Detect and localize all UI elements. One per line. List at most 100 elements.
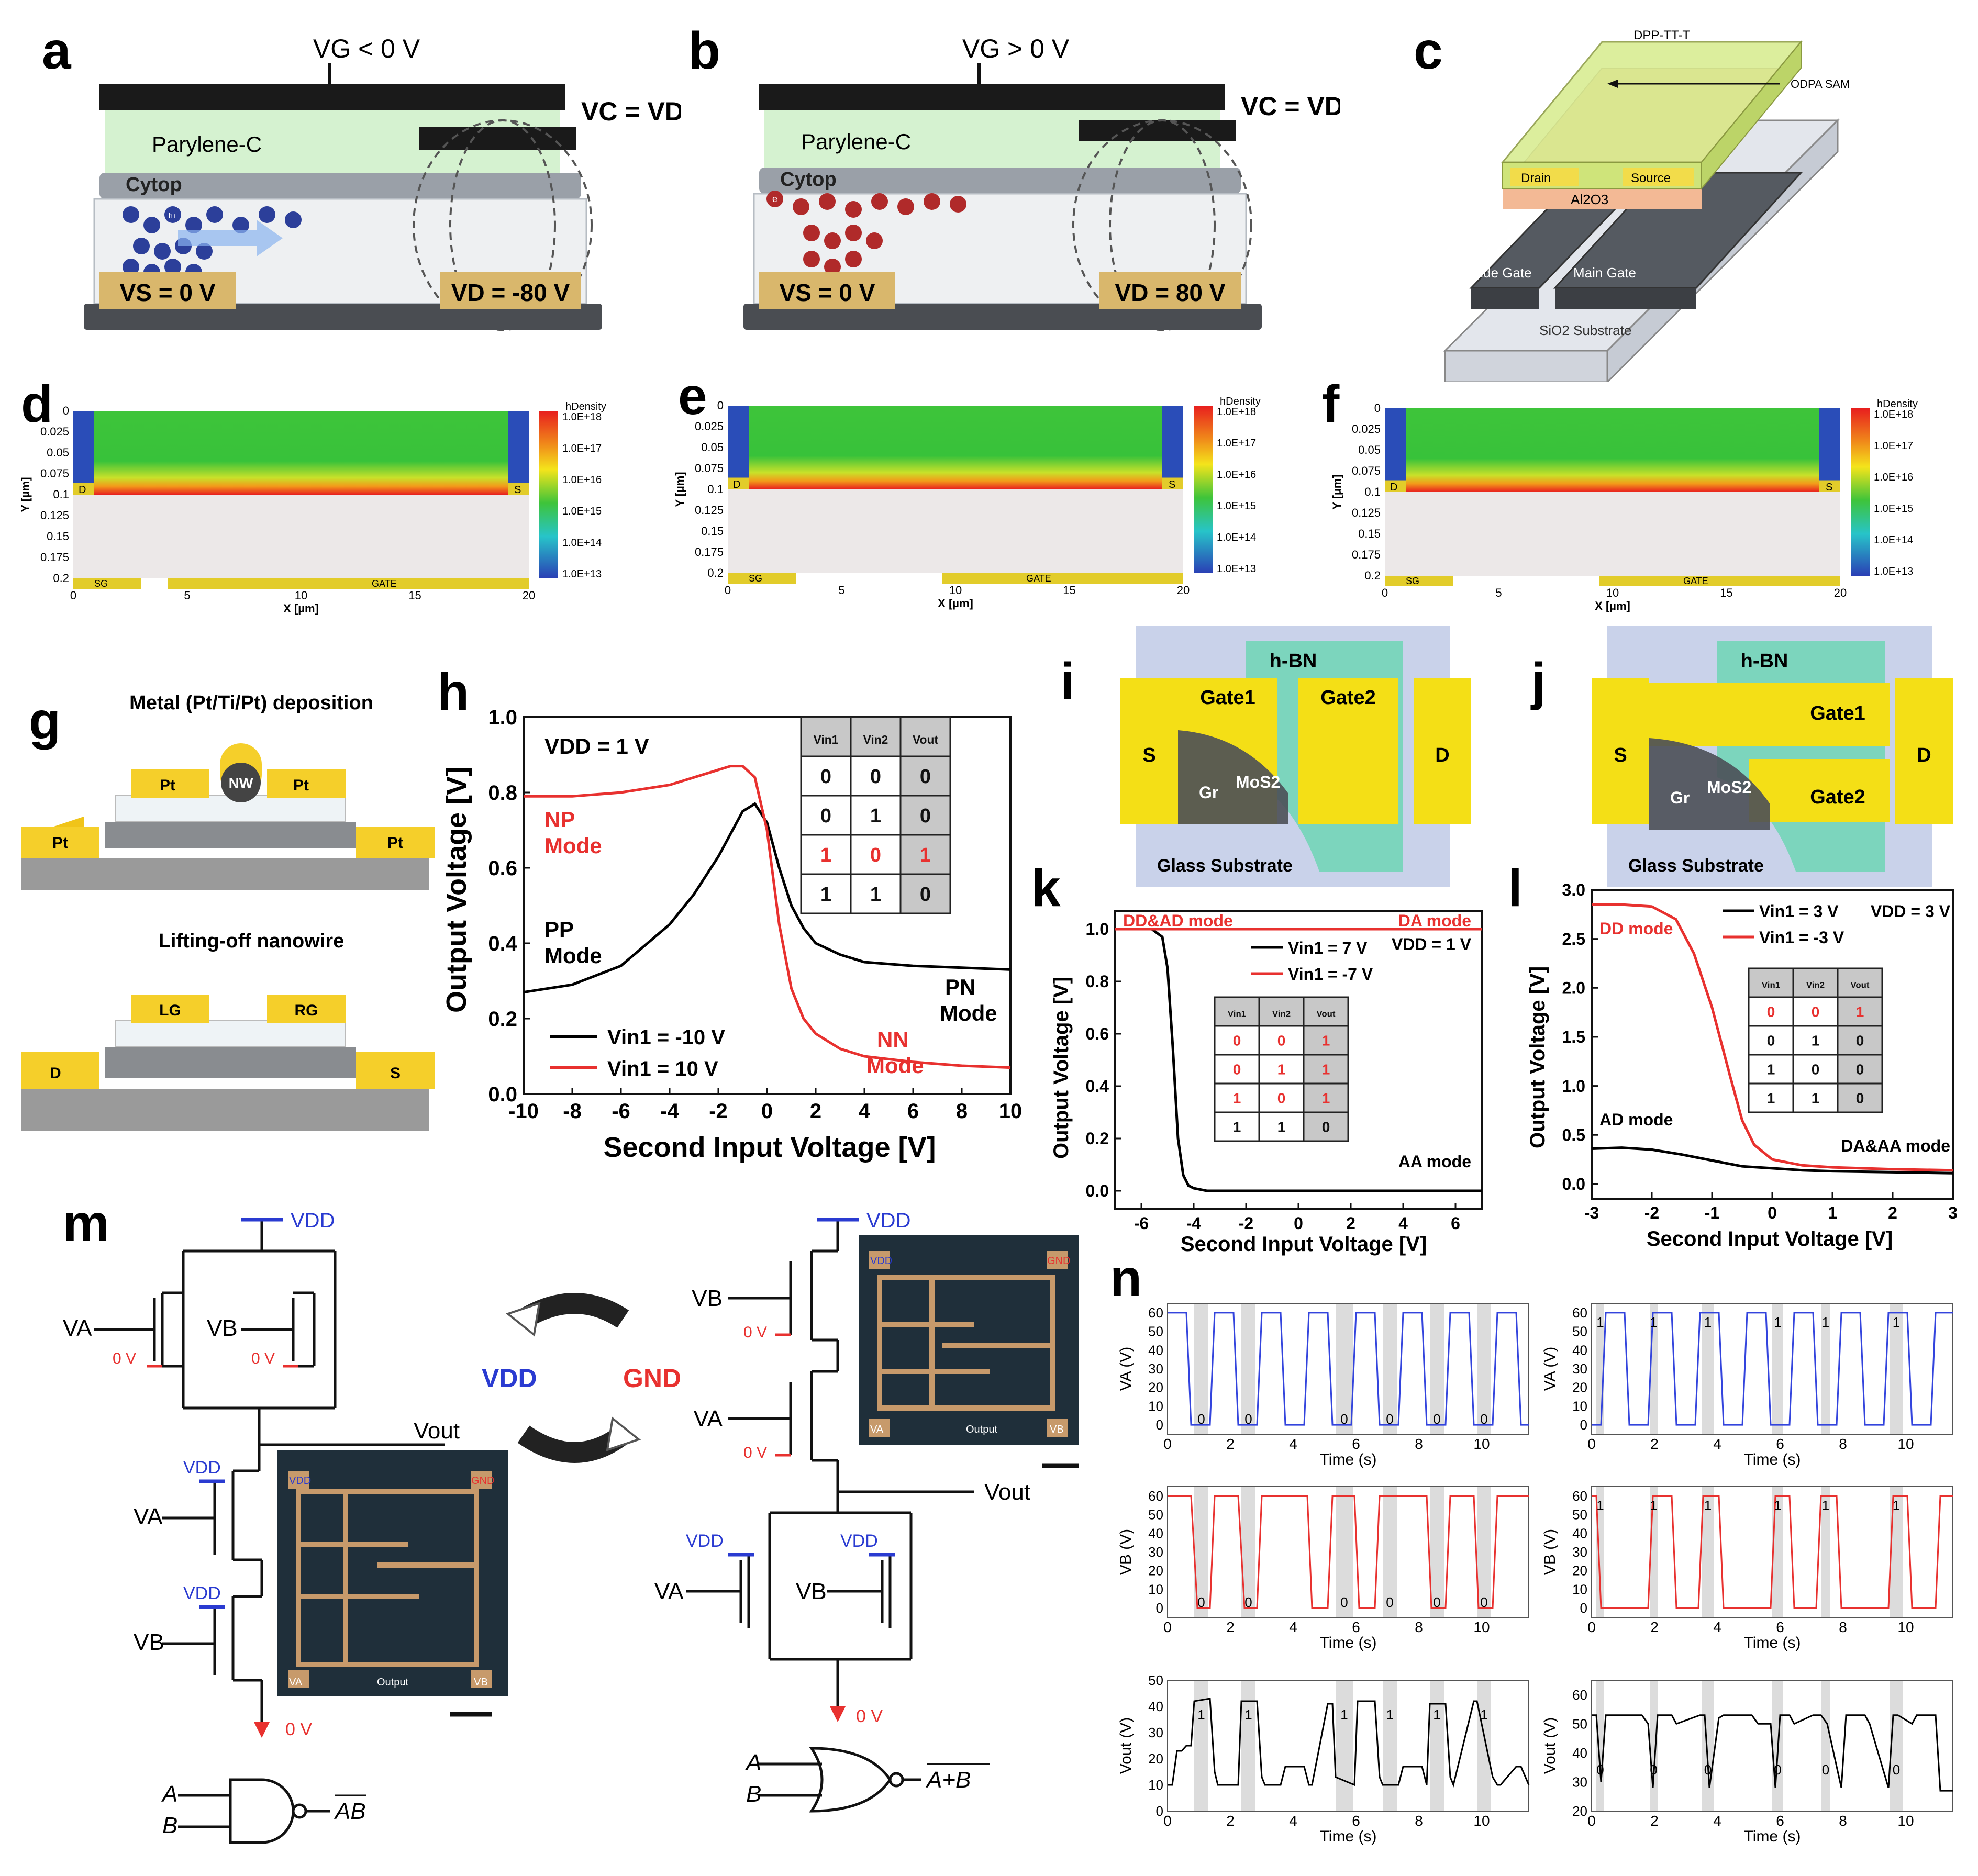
drain-pad-label: D xyxy=(1435,744,1449,766)
shaded-interval xyxy=(1821,1487,1830,1617)
x-tick-label: -10 xyxy=(508,1100,539,1123)
y-tick-label: 10 xyxy=(1572,1581,1587,1597)
colorbar xyxy=(1194,406,1213,573)
y-tick-label: 30 xyxy=(1572,1361,1587,1377)
source-pad xyxy=(1592,678,1649,824)
panel-k-transfer-chart: Output Voltage [V] Second Input Voltage … xyxy=(1050,910,1483,1256)
y-tick-label: 2.0 xyxy=(1562,979,1585,998)
x-tick-label: 0 xyxy=(1587,1619,1596,1635)
x-tick-label: 10 xyxy=(1897,1813,1914,1829)
nand-vb-label: VB xyxy=(207,1315,238,1341)
h-mode-pp: PP xyxy=(544,917,574,942)
x-tick-label: 4 xyxy=(1398,1214,1408,1233)
shaded-interval xyxy=(1194,1303,1208,1434)
y-tick-label: 0.025 xyxy=(40,425,69,438)
graphene-mos2-flake xyxy=(1649,738,1770,830)
y-tick-label: 0.075 xyxy=(695,462,724,475)
drain-contact xyxy=(1510,168,1579,186)
l-mode-br: DA&AA mode xyxy=(1841,1136,1950,1155)
x-tick-label: 10 xyxy=(1473,1813,1490,1829)
control-voltage-label: VC = VD xyxy=(581,97,681,126)
logic-state-label: 0 xyxy=(1244,1411,1252,1427)
truth-table-value: 0 xyxy=(820,766,831,788)
shaded-interval xyxy=(1596,1487,1604,1617)
source-label: S xyxy=(1169,479,1175,490)
nor-vdd-gate2: VDD xyxy=(840,1531,878,1551)
x-tick-label: 0 xyxy=(1587,1436,1596,1452)
l-ylabel: Output Voltage [V] xyxy=(1526,966,1549,1148)
truth-table-value: 1 xyxy=(1277,1061,1286,1077)
logic-state-label: 1 xyxy=(1893,1314,1900,1330)
y-tick-label: 20 xyxy=(1572,1380,1587,1395)
y-axis-label: Y [µm] xyxy=(21,477,32,512)
y-tick-label: 0.6 xyxy=(488,857,517,880)
x-tick-label: -3 xyxy=(1584,1203,1599,1222)
y-tick-label: 0.1 xyxy=(1364,485,1381,498)
truth-table-value: 1 xyxy=(1322,1032,1330,1048)
nanowire xyxy=(221,763,261,802)
logic-state-label: 1 xyxy=(1822,1498,1829,1513)
truth-table-cell xyxy=(1214,1111,1260,1142)
truth-table-value: 1 xyxy=(820,884,831,906)
panel-letter-f: f xyxy=(1322,375,1340,433)
panel-g-fabrication-schematic: Metal (Pt/Ti/Pt) deposition Pt Pt Pt Pt … xyxy=(21,692,435,1131)
x-tick-label: 15 xyxy=(1720,586,1732,599)
x-axis-label: Time (s) xyxy=(1744,1451,1801,1468)
hbn-label: h-BN xyxy=(1270,650,1317,672)
truth-table-value: 1 xyxy=(1767,1090,1775,1106)
gate1-label: Gate1 xyxy=(1200,687,1255,709)
l-legend-black: Vin1 = 3 V xyxy=(1759,902,1839,921)
shaded-interval xyxy=(1194,1680,1208,1811)
drain-region xyxy=(728,406,749,478)
side-gate-label: SG xyxy=(749,573,762,584)
truth-table-value: 0 xyxy=(820,805,831,827)
panel-letter-i: i xyxy=(1060,652,1075,711)
y-tick-label: 0 xyxy=(1156,1600,1163,1616)
y-tick-label: 60 xyxy=(1572,1687,1587,1703)
y-tick-label: 50 xyxy=(1572,1507,1587,1523)
trace-line xyxy=(1592,1714,1953,1792)
y-tick-label: 0 xyxy=(1580,1600,1587,1616)
logic-state-label: 0 xyxy=(1774,1762,1781,1778)
x-tick-label: 6 xyxy=(1776,1813,1784,1829)
drain-region xyxy=(1385,408,1406,481)
series-line xyxy=(1115,928,1482,1192)
x-tick-label: 8 xyxy=(1839,1813,1847,1829)
drain-electrode xyxy=(1099,272,1241,309)
drain-label: D xyxy=(79,484,86,496)
h-vdd-label: VDD = 1 V xyxy=(544,734,649,758)
nand-ground-label: 0 V xyxy=(285,1719,312,1739)
x-tick-label: 20 xyxy=(1834,586,1847,599)
gate-voltage-label: VG > 0 V xyxy=(962,34,1070,63)
y-tick-label: 10 xyxy=(1572,1398,1587,1414)
truth-table-header: Vin2 xyxy=(1272,1009,1291,1019)
truth-table-cell xyxy=(899,873,951,914)
l-mode-tl: DD mode xyxy=(1599,919,1673,938)
panel-b-device-schematic: VG > 0 V Parylene-C VC = VD Cytop e VS =… xyxy=(743,34,1340,331)
nor-zero-b: 0 V xyxy=(743,1324,767,1341)
substrate-label: Glass Substrate xyxy=(1157,856,1293,876)
y-tick-label: 40 xyxy=(1148,1342,1163,1358)
shaded-interval xyxy=(1477,1303,1491,1434)
y-tick-label: 0.6 xyxy=(1086,1024,1109,1043)
y-tick-label: 50 xyxy=(1148,1324,1163,1339)
electron-symbol: e xyxy=(772,194,777,204)
shaded-interval xyxy=(1702,1487,1714,1617)
shaded-interval xyxy=(1477,1680,1491,1811)
y-tick-label: 0.125 xyxy=(40,509,69,522)
source-electrode xyxy=(759,272,895,309)
source-pad xyxy=(1819,480,1840,492)
colorbar-tick-label: 1.0E+18 xyxy=(1217,406,1256,418)
nor-vb-label: VB xyxy=(692,1286,723,1311)
truth-table-value: 1 xyxy=(870,805,881,827)
source-region xyxy=(1162,406,1183,478)
colorbar-tick-label: 1.0E+14 xyxy=(562,537,602,549)
colorbar-tick-label: 1.0E+16 xyxy=(562,474,602,486)
panel-letter-h: h xyxy=(437,663,470,721)
drain-pad xyxy=(1385,480,1406,492)
x-tick-label: 8 xyxy=(1839,1619,1847,1635)
